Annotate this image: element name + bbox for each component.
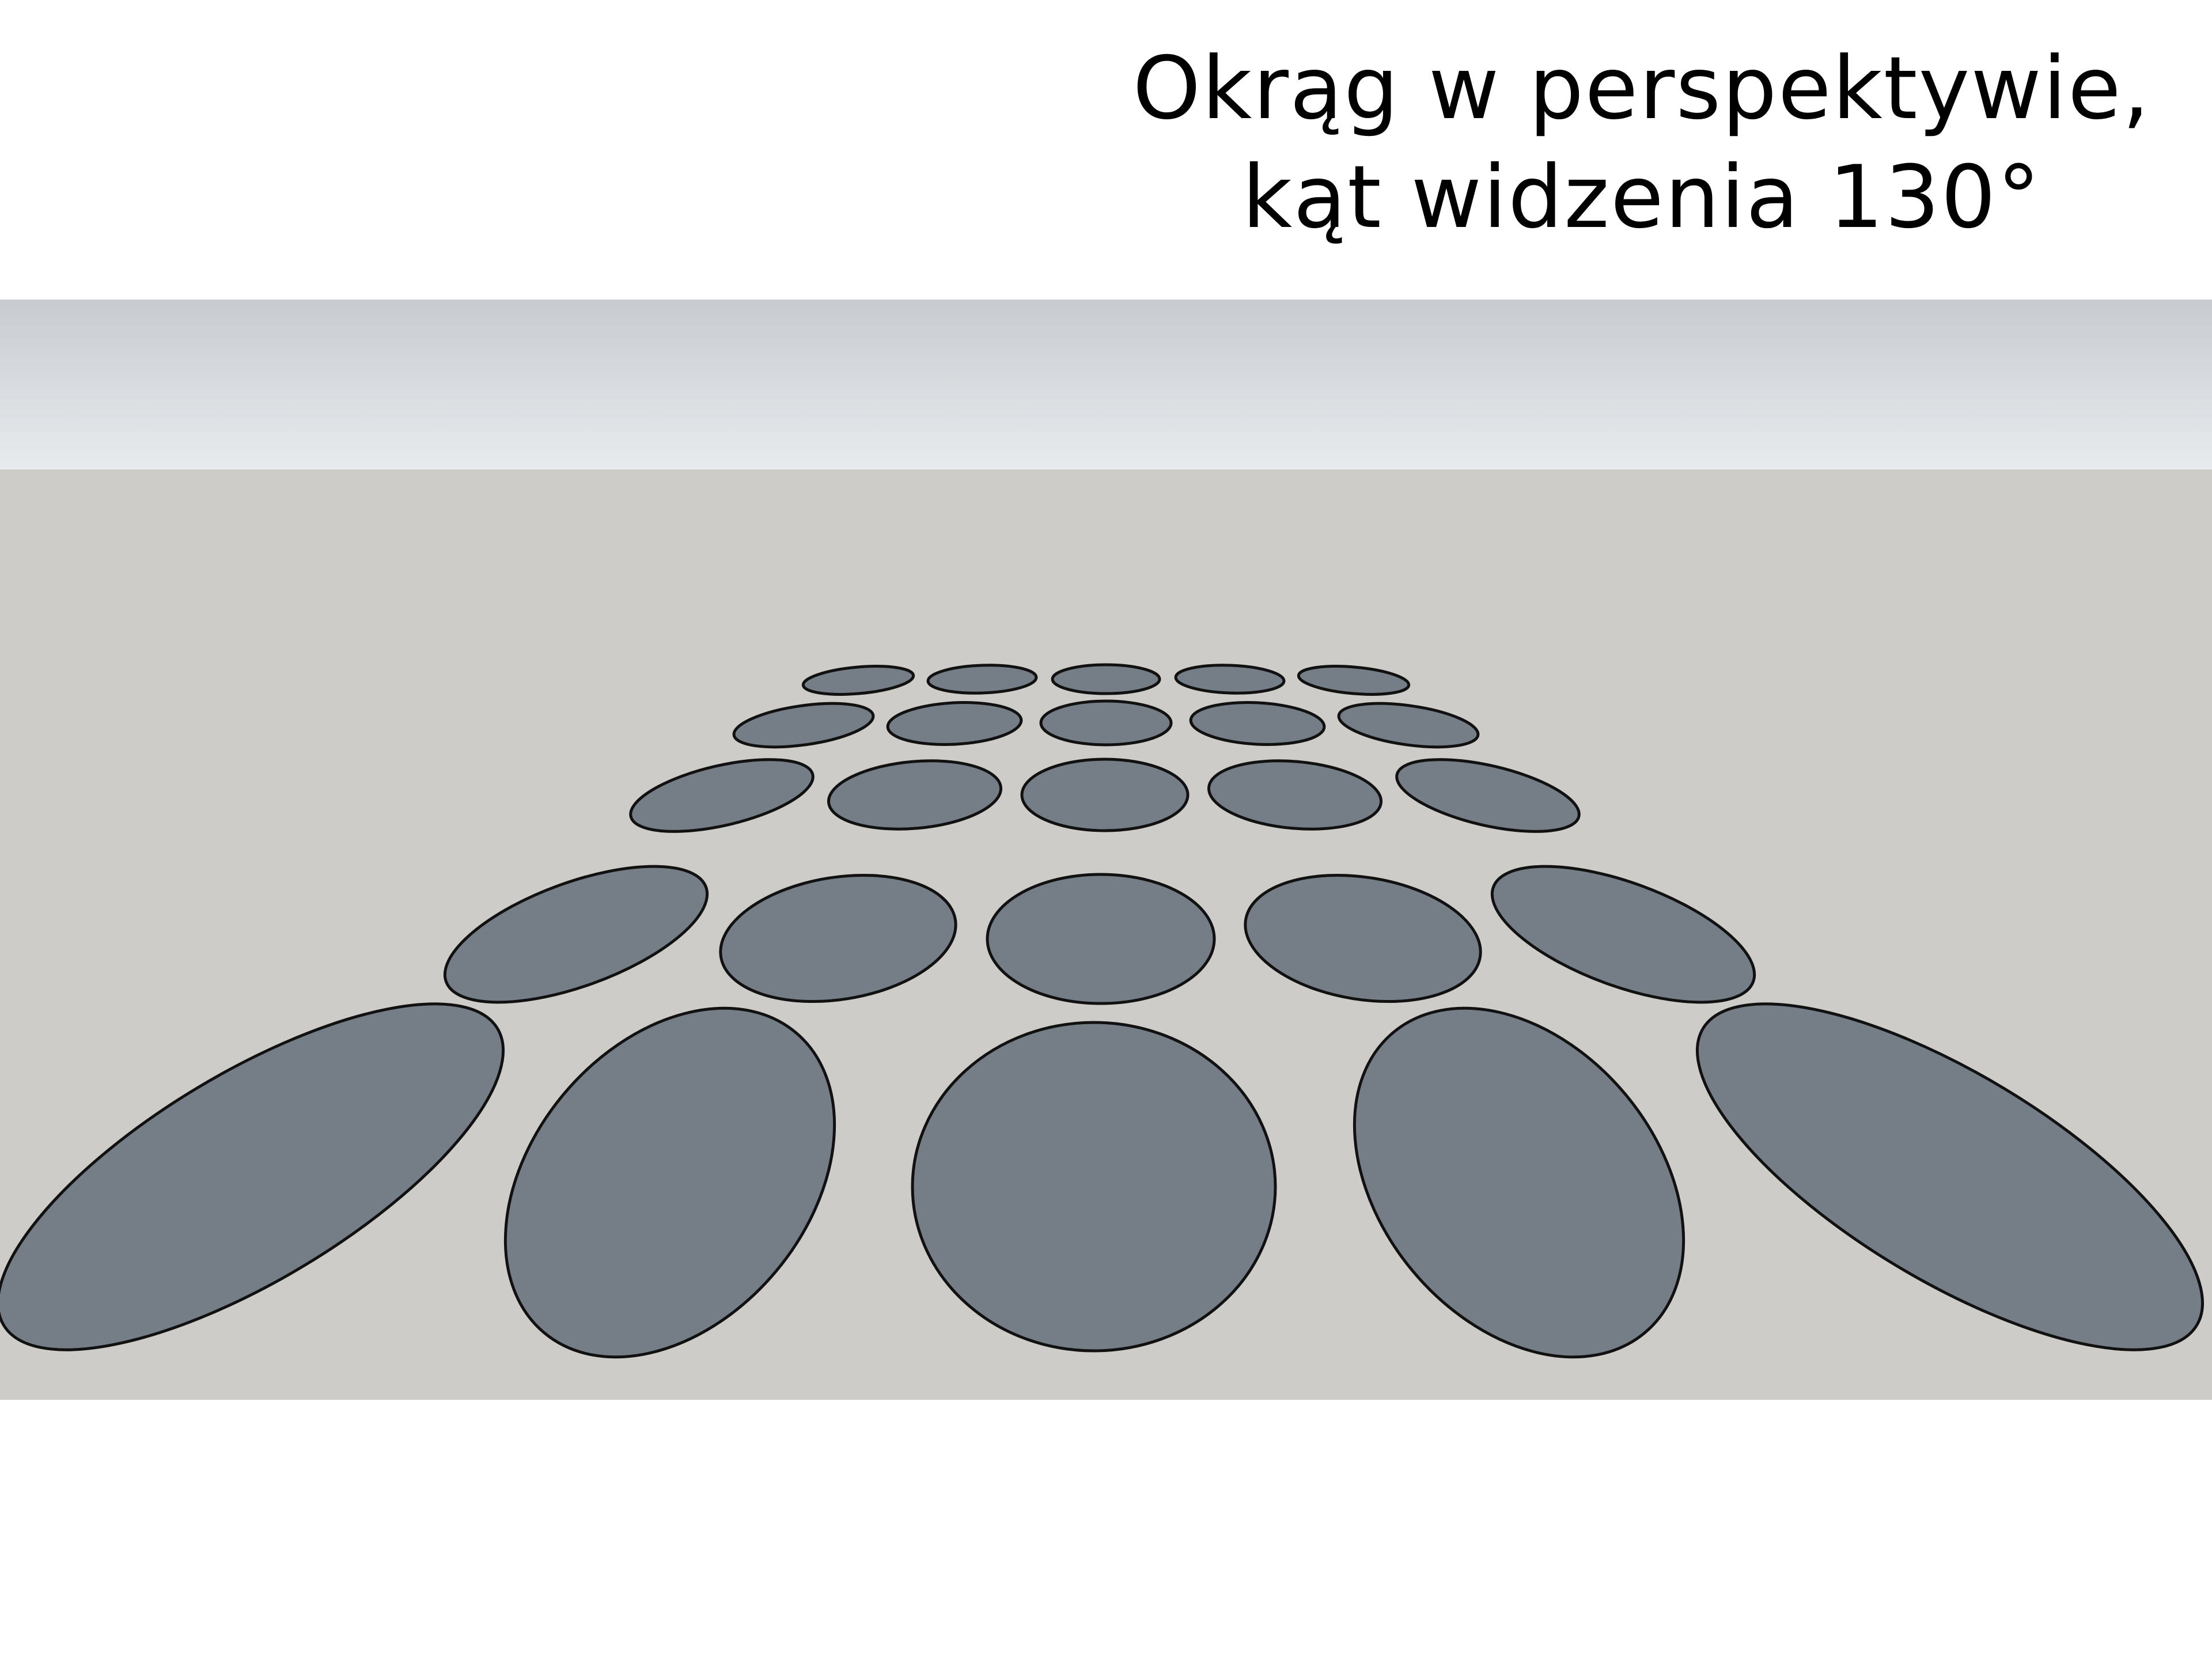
circle-r3-c1 — [629, 758, 815, 833]
circle-r1-c2 — [926, 664, 1038, 695]
circle-r1-c5 — [1297, 665, 1411, 696]
circle-r1-c1 — [801, 665, 915, 696]
circle-r3-c3 — [1020, 757, 1190, 832]
circle-r4-c4 — [1244, 873, 1482, 1003]
circle-r4-c5 — [1490, 865, 1756, 1004]
title-line-2: kąt widzenia 130° — [1242, 147, 2041, 248]
circle-r5-c4 — [1353, 1006, 1685, 1359]
circle-r5-c2 — [503, 1006, 836, 1359]
circle-r2-c1 — [732, 702, 875, 749]
circle-r4-c1 — [443, 865, 709, 1004]
circle-r2-c3 — [1039, 699, 1173, 747]
circle-r5-c5 — [1696, 1002, 2204, 1351]
title-line-1: Okrąg w perspektywie, — [1132, 39, 2151, 139]
perspective-scene — [0, 300, 2212, 1400]
circle-r2-c5 — [1337, 702, 1480, 749]
circle-r1-c4 — [1174, 664, 1286, 695]
circle-r4-c2 — [719, 873, 957, 1003]
circles-group — [0, 663, 2204, 1359]
circle-r4-c3 — [986, 873, 1216, 1005]
circle-r3-c2 — [827, 759, 1003, 831]
circle-r3-c4 — [1207, 759, 1383, 831]
circle-r3-c5 — [1395, 758, 1581, 833]
circle-r5-c3 — [911, 1021, 1277, 1353]
sky — [0, 300, 2212, 469]
circle-r5-c1 — [0, 1002, 505, 1351]
circle-r2-c2 — [886, 701, 1023, 746]
slide-title: Okrąg w perspektywie, kąt widzenia 130° — [864, 35, 2212, 252]
circle-r1-c3 — [1051, 663, 1161, 695]
circle-r2-c4 — [1189, 701, 1326, 746]
